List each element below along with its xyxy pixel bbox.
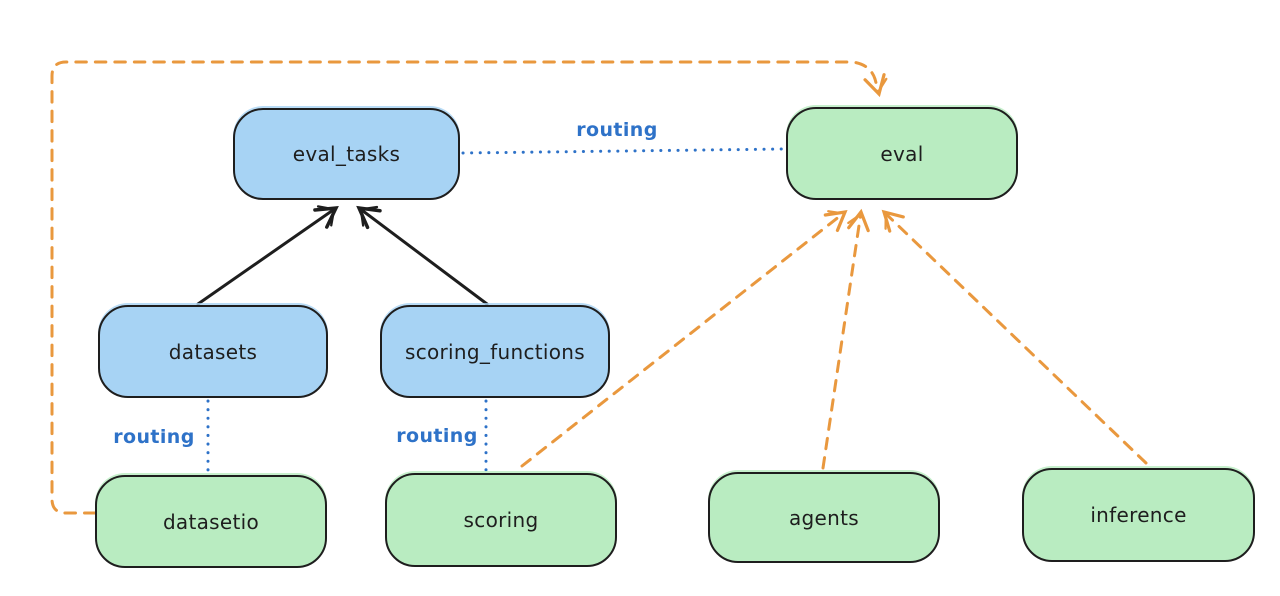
node-datasets: datasets <box>98 305 328 398</box>
edge-agents-to-eval-dashed-arrow <box>821 208 870 470</box>
edge-label-routing-eval-tasks-eval: routing <box>576 119 658 141</box>
node-datasets-label: datasets <box>168 339 258 364</box>
node-agents: agents <box>708 472 940 563</box>
node-eval-tasks-label: eval_tasks <box>292 142 401 166</box>
node-scoring-functions-label: scoring_functions <box>404 339 586 364</box>
node-datasetio-label: datasetio <box>162 509 260 534</box>
edge-scoring-functions-to-eval-tasks-arrow <box>356 205 489 306</box>
edge-eval-tasks-to-eval-routing-dotted <box>461 147 786 155</box>
node-inference: inference <box>1022 468 1255 562</box>
node-agents-label: agents <box>789 505 859 530</box>
node-scoring-functions: scoring_functions <box>380 305 610 398</box>
edge-label-routing-scoring-functions-scoring: routing <box>396 425 478 447</box>
edge-inference-to-eval-dashed-arrow <box>881 209 1148 465</box>
node-eval-label: eval <box>880 141 924 166</box>
node-datasetio: datasetio <box>95 475 327 568</box>
edge-label-routing-datasets-datasetio: routing <box>113 426 195 448</box>
edge-datasetio-to-eval-dashed-arrow <box>50 60 888 515</box>
node-scoring-label: scoring <box>463 508 539 532</box>
node-scoring: scoring <box>385 473 617 567</box>
node-eval: eval <box>786 107 1018 200</box>
node-inference-label: inference <box>1090 503 1187 527</box>
edge-datasets-to-eval-tasks-arrow <box>196 205 339 306</box>
edge-scoring-to-eval-dashed-arrow <box>520 209 848 468</box>
node-eval-tasks: eval_tasks <box>233 108 460 200</box>
